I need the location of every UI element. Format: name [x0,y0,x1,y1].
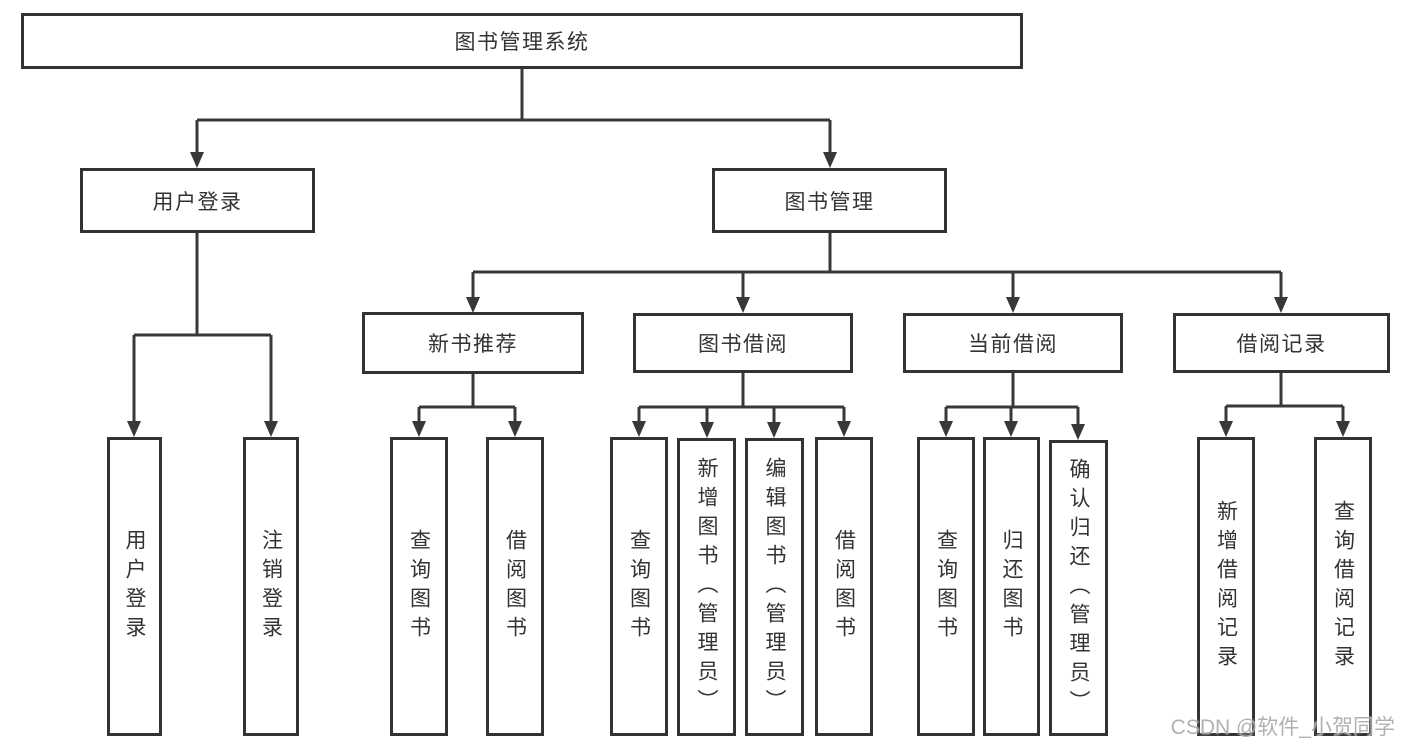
leaf-query-books-current: 查询图书 [917,437,975,736]
leaf-query-books-recommend: 查询图书 [390,437,448,736]
leaf-add-borrow-record: 新增借阅记录 [1197,437,1255,736]
node-current-borrowing-label: 当前借阅 [968,333,1058,356]
leaf-borrow-books-recommend: 借阅图书 [486,437,544,736]
node-library-system: 图书管理系统 [21,13,1023,69]
leaf-query-books-recommend-label: 查询图书 [407,528,431,645]
leaf-add-book-admin-label: 新增图书（管理员） [695,456,718,718]
leaf-add-borrow-record-label: 新增借阅记录 [1214,499,1238,674]
node-library-system-label: 图书管理系统 [454,31,590,54]
leaf-return-books-label: 归还图书 [1000,528,1023,645]
csdn-watermark: CSDN @软件_小贺同学 [1170,716,1395,739]
leaf-query-borrow-records-label: 查询借阅记录 [1331,499,1355,674]
node-book-management-label: 图书管理 [784,190,875,214]
leaf-query-books-borrow-label: 查询图书 [627,528,651,645]
node-book-borrowing-label: 图书借阅 [698,333,788,356]
leaf-query-books-borrow: 查询图书 [610,437,668,736]
leaf-add-book-admin: 新增图书（管理员） [677,438,736,736]
node-user-login: 用户登录 [80,168,315,233]
leaf-user-login-label: 用户登录 [123,528,146,645]
node-book-management: 图书管理 [712,168,947,233]
leaf-edit-book-admin-label: 编辑图书（管理员） [763,456,786,718]
leaf-confirm-return-admin: 确认归还（管理员） [1049,440,1108,736]
node-current-borrowing: 当前借阅 [903,313,1123,373]
leaf-borrow-books-recommend-label: 借阅图书 [503,528,527,645]
leaf-borrow-books-label: 借阅图书 [832,528,856,645]
leaf-return-books: 归还图书 [983,437,1040,736]
leaf-user-login: 用户登录 [107,437,162,736]
leaf-query-books-current-label: 查询图书 [934,528,958,645]
leaf-edit-book-admin: 编辑图书（管理员） [745,438,804,736]
node-borrowing-records-label: 借阅记录 [1236,333,1327,356]
leaf-borrow-books: 借阅图书 [815,437,873,736]
node-new-book-recommend-label: 新书推荐 [428,333,518,356]
leaf-logout-label: 注销登录 [259,528,283,645]
leaf-logout: 注销登录 [243,437,299,736]
node-new-book-recommend: 新书推荐 [362,312,584,374]
leaf-query-borrow-records: 查询借阅记录 [1314,437,1372,736]
node-book-borrowing: 图书借阅 [633,313,853,373]
node-borrowing-records: 借阅记录 [1173,313,1390,373]
leaf-confirm-return-admin-label: 确认归还（管理员） [1067,457,1090,719]
node-user-login-label: 用户登录 [152,190,243,214]
